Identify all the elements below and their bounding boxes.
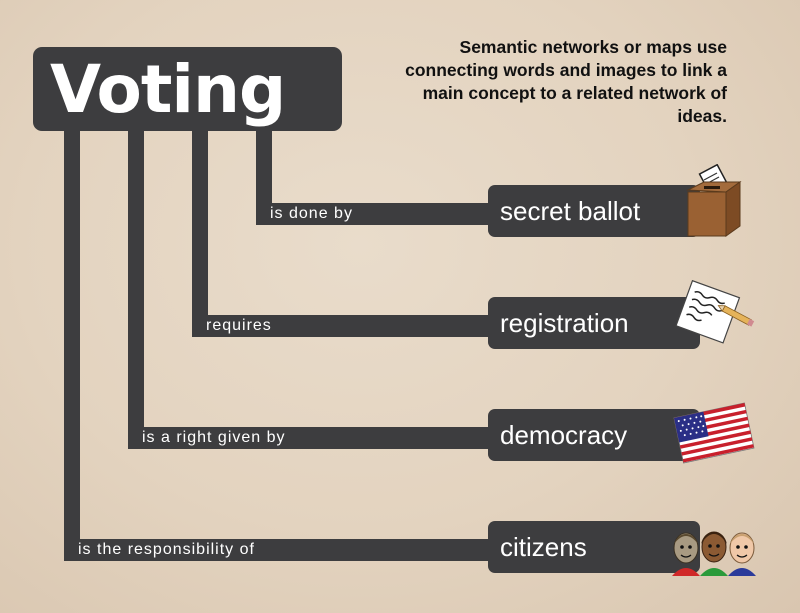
connector-horizontal-3: [128, 427, 506, 449]
node-citizens: citizens: [488, 521, 700, 573]
connector-vertical-3: [128, 128, 144, 448]
node-registration: registration: [488, 297, 700, 349]
main-concept-title: Voting: [50, 51, 286, 128]
node-label: registration: [500, 308, 629, 338]
caption-text: Semantic networks or maps use connecting…: [405, 37, 727, 126]
connector-horizontal-2: [192, 315, 506, 337]
link-label-2: requires: [206, 317, 272, 334]
connector-horizontal-1: [256, 203, 506, 225]
people-faces-icon: [672, 531, 756, 576]
us-flag-icon: [673, 402, 755, 464]
ballot-box-icon: [686, 164, 742, 237]
main-concept-box: [33, 47, 342, 131]
node-label: citizens: [500, 532, 587, 562]
paper-pencil-icon: [675, 280, 755, 344]
connector-vertical-2: [192, 128, 208, 336]
connector-vertical-1: [256, 128, 272, 224]
node-secret-ballot: secret ballot: [488, 185, 700, 237]
link-label-3: is a right given by: [142, 429, 286, 446]
link-label-4: is the responsibility of: [78, 541, 255, 558]
connector-vertical-4: [64, 128, 80, 560]
link-label-1: is done by: [270, 205, 353, 222]
node-label: democracy: [500, 420, 628, 450]
connector-horizontal-4: [64, 539, 506, 561]
node-democracy: democracy: [488, 409, 700, 461]
node-label: secret ballot: [500, 196, 641, 226]
